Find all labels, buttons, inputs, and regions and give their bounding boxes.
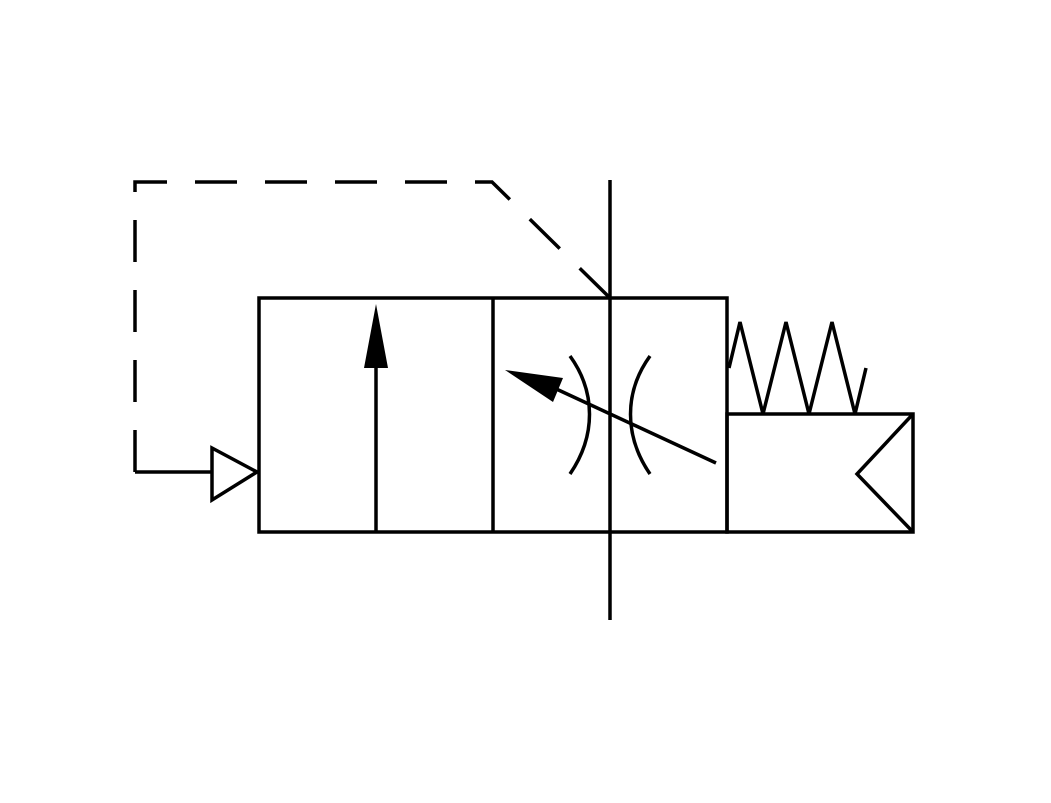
spring-zigzag bbox=[727, 321, 868, 415]
solenoid-chevron bbox=[854, 412, 915, 534]
pilot-line bbox=[133, 180, 612, 472]
throttle-left-arc bbox=[568, 354, 592, 475]
pilot-actuator-triangle bbox=[210, 445, 261, 504]
solenoid-box bbox=[725, 412, 915, 534]
throttle-right-arc bbox=[628, 354, 652, 475]
adjustment-arrow-head bbox=[505, 370, 563, 402]
flow-arrow-head bbox=[364, 304, 388, 368]
adjustment-arrow-line bbox=[551, 385, 717, 465]
